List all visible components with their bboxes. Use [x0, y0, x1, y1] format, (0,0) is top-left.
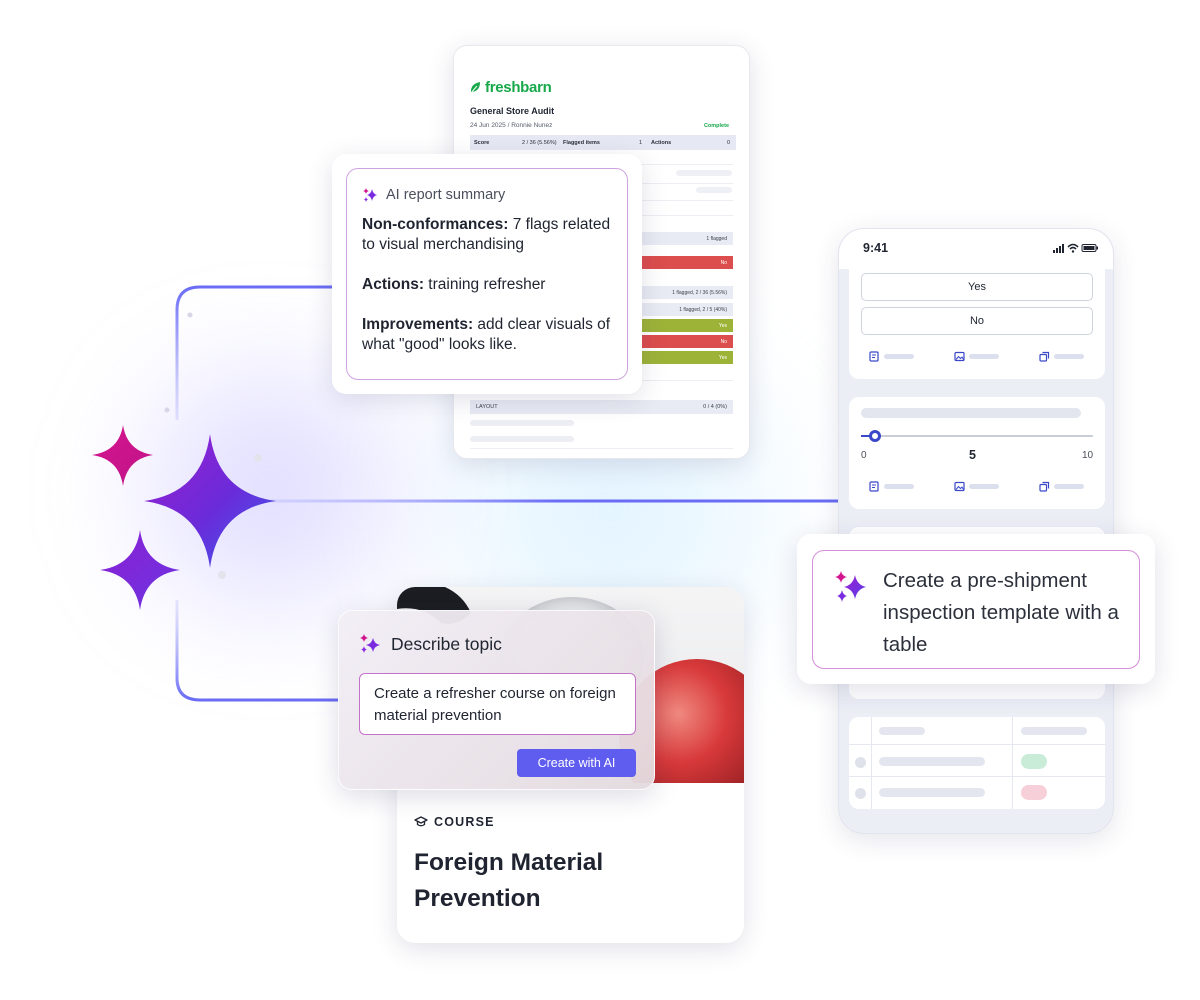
question-panel-slider	[849, 397, 1105, 509]
actions-value: 0	[727, 139, 731, 146]
report-meta: 24 Jun 2025 / Ronnie Nunez	[470, 122, 553, 129]
course-title: Foreign Material Prevention	[414, 849, 604, 912]
status-pill-pink	[1021, 785, 1047, 800]
flagged-label: Flagged items	[563, 139, 600, 146]
option-no-button[interactable]: No	[861, 307, 1093, 335]
slider-fill	[861, 435, 873, 437]
summary-actions: Actions: training refresher	[362, 276, 546, 293]
ai-sparkle-icon	[92, 425, 276, 610]
connector-bottom	[175, 600, 340, 702]
leaf-icon	[470, 82, 480, 94]
flagged-value: 1	[639, 139, 643, 146]
graduation-cap-icon	[414, 816, 428, 827]
topic-input[interactable]: Create a refresher course on foreign mat…	[359, 673, 636, 735]
score-label: Score	[474, 139, 490, 146]
summary-nonconformances: Non-conformances: 7 flags related to vis…	[362, 216, 611, 253]
image-icon	[954, 351, 965, 362]
add-action-button[interactable]	[1039, 481, 1084, 492]
phone-time: 9:41	[863, 241, 889, 255]
note-icon	[869, 481, 879, 492]
system-status-icons	[1053, 243, 1098, 253]
slider-thumb[interactable]	[868, 430, 881, 442]
topic-header: Describe topic	[391, 633, 502, 654]
add-media-button[interactable]	[954, 351, 999, 362]
sparkle-icon	[835, 571, 866, 602]
add-action-button[interactable]	[1039, 351, 1084, 362]
slider-track[interactable]	[861, 435, 1093, 437]
summary-header: AI report summary	[386, 187, 506, 203]
ai-report-summary: AI report summary Non-conformances: 7 fl…	[346, 168, 628, 380]
report-score-bar: Score 2 / 36 (5.56%) Flagged items 1 Act…	[470, 135, 736, 150]
course-type-label: COURSE	[414, 815, 495, 829]
mobile-inspection-preview: 9:41 Yes No	[838, 228, 1114, 834]
note-icon	[869, 351, 879, 362]
brand-name: freshbarn	[485, 79, 552, 96]
question-panel-yes-no: Yes No	[849, 269, 1105, 379]
template-prompt[interactable]: Create a pre-shipment inspection templat…	[812, 550, 1140, 669]
option-yes-button[interactable]: Yes	[861, 273, 1093, 301]
slider-max-label: 10	[1082, 450, 1094, 461]
ai-report-summary-card: AI report summary Non-conformances: 7 fl…	[332, 154, 642, 394]
score-value: 2 / 36 (5.56%)	[522, 139, 557, 146]
template-prompt-card: Create a pre-shipment inspection templat…	[797, 534, 1155, 684]
add-note-button[interactable]	[869, 481, 914, 492]
table-panel	[849, 717, 1105, 809]
connector-top	[175, 285, 340, 420]
summary-improvements: Improvements: add clear visuals of what …	[362, 316, 611, 353]
phone-status-bar: 9:41	[839, 229, 1113, 269]
duplicate-icon	[1039, 351, 1050, 362]
freshbarn-logo: freshbarn	[469, 79, 552, 96]
report-status: Complete	[703, 123, 729, 129]
create-with-ai-button[interactable]: Create with AI	[517, 749, 636, 777]
add-note-button[interactable]	[869, 351, 914, 362]
describe-topic-panel: Describe topic Create a refresher course…	[338, 610, 655, 790]
actions-label: Actions	[651, 139, 672, 146]
sparkle-icon	[363, 188, 377, 202]
image-icon	[954, 481, 965, 492]
slider-min-label: 0	[861, 450, 867, 461]
report-section-layout: LAYOUT 0 / 4 (0%)	[470, 400, 733, 414]
template-prompt-text: Create a pre-shipment inspection templat…	[883, 569, 1119, 656]
duplicate-icon	[1039, 481, 1050, 492]
status-pill-green	[1021, 754, 1047, 769]
slider-value: 5	[969, 448, 976, 462]
report-title: General Store Audit	[470, 106, 555, 116]
sparkle-icon	[360, 634, 380, 653]
add-media-button[interactable]	[954, 481, 999, 492]
